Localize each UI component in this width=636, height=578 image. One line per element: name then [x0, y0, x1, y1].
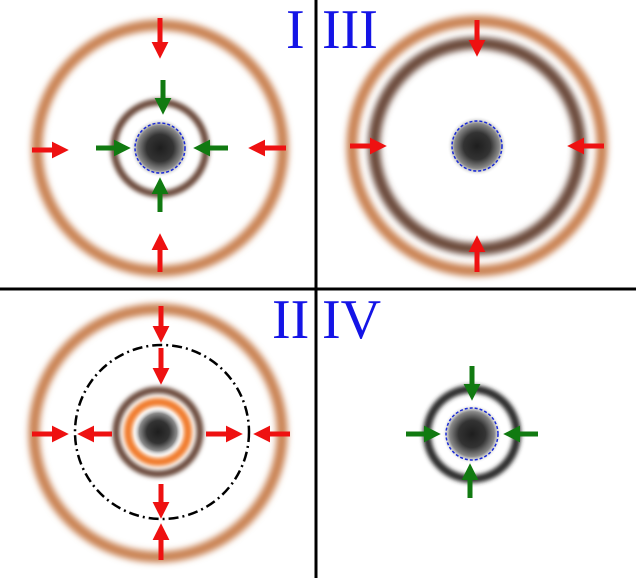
core-blob: [442, 404, 502, 464]
panel-IV: [406, 366, 538, 498]
blue-dashed-circle: [134, 122, 186, 174]
panel-label-IV: IV: [322, 289, 381, 351]
dash-dot-circle: [73, 343, 251, 521]
inner-ring: [112, 386, 204, 478]
core-blob: [130, 118, 190, 178]
panel-I: [31, 18, 289, 277]
core-blob: [133, 407, 183, 457]
blue-dashed-circle: [445, 407, 499, 461]
panel-III: [346, 15, 608, 277]
panel-II: [28, 303, 290, 563]
panel-label-III: III: [322, 0, 378, 61]
blue-dashed-circle: [451, 120, 503, 172]
orange-ring: [124, 398, 192, 466]
core-blob: [447, 116, 507, 176]
panel-label-II: II: [272, 289, 309, 351]
panel-label-I: I: [286, 0, 305, 61]
